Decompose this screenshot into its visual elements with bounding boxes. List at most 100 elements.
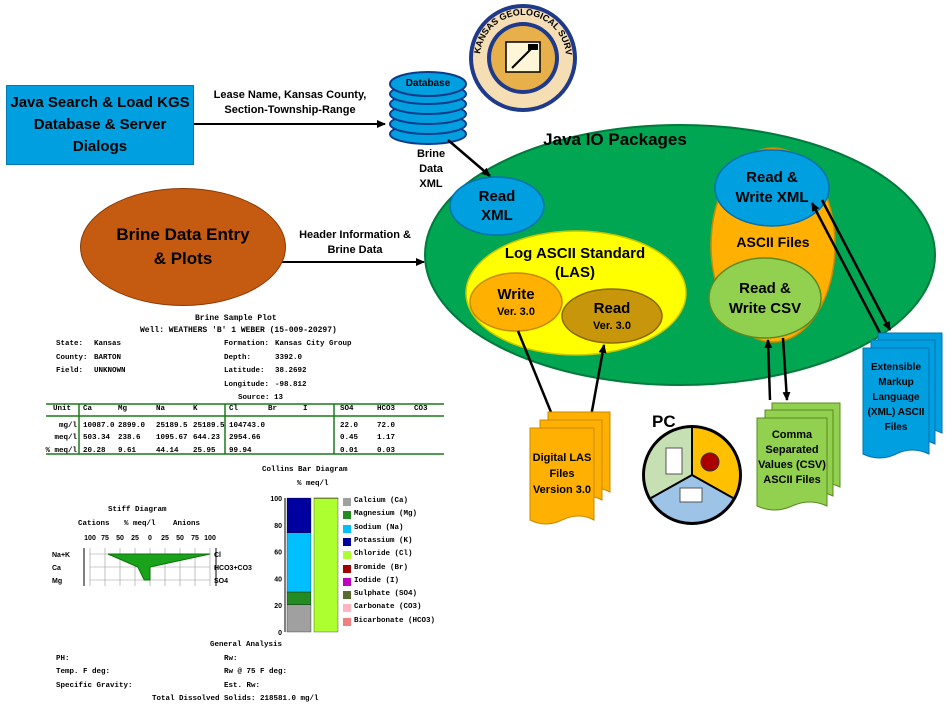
legend-swatch xyxy=(343,524,351,533)
read-xml-label: Read XML xyxy=(478,188,516,224)
brine-entry-ellipse: Brine Data Entry & Plots xyxy=(80,188,286,306)
sg-label: Specific Gravity: xyxy=(56,682,133,690)
depth-value: 3392.0 xyxy=(275,354,303,362)
ph-label: PH: xyxy=(56,655,70,663)
csv-files-icon xyxy=(756,402,841,511)
legend-swatch xyxy=(343,604,351,613)
source-value: Source: 13 xyxy=(238,394,284,402)
rw-xml-ellipse xyxy=(714,149,830,227)
field-value: UNKNOWN xyxy=(94,367,126,375)
tds-label: Total Dissolved Solids: 218581.0 mg/l xyxy=(152,695,319,703)
estrw-label: Est. Rw: xyxy=(224,682,261,690)
legend-label: Potassium (K) xyxy=(354,536,413,545)
database-label: Database xyxy=(405,78,451,89)
stiff-anion-label: HCO3+CO3 xyxy=(214,565,252,572)
read-las-version: Ver. 3.0 xyxy=(593,320,631,332)
arrow-csv-to-rwcsv xyxy=(764,339,773,401)
table-cell: mg/l xyxy=(59,422,78,430)
las-title: Log ASCII Standard (LAS) xyxy=(504,245,646,281)
table-header-cell: Mg xyxy=(118,405,128,413)
legend-swatch xyxy=(343,537,351,546)
brine-data-xml-label: Brine Data XML xyxy=(416,148,446,190)
collins-tick-label: 60 xyxy=(274,550,282,557)
plot-title: Brine Sample Plot xyxy=(195,314,277,323)
read-las-label: Read xyxy=(593,300,631,317)
legend-swatch xyxy=(343,577,351,586)
table-header-cell: HCO3 xyxy=(377,405,396,413)
table-cell: 9.61 xyxy=(118,447,137,455)
collins-unit: % meq/l xyxy=(297,480,329,488)
stiff-title: Stiff Diagram xyxy=(108,506,167,514)
table-cell: 20.28 xyxy=(83,447,106,455)
stiff-tick-label: 0 xyxy=(148,535,152,542)
pc-icon xyxy=(642,425,742,525)
collins-bar-segment xyxy=(286,497,312,533)
stiff-tick-label: 100 xyxy=(84,535,96,542)
table-header-cell: I xyxy=(303,405,308,413)
stiff-tick-label: 25 xyxy=(131,535,139,542)
arrow-db-to-readxml xyxy=(447,139,491,177)
table-cell: 2899.0 xyxy=(118,422,146,430)
legend-swatch xyxy=(343,617,351,626)
field-label: Field: xyxy=(56,367,84,375)
table-cell: 0.01 xyxy=(340,447,359,455)
table-cell: 44.14 xyxy=(156,447,179,455)
legend-label: Carbonate (CO3) xyxy=(354,603,422,612)
table-cell: meq/l xyxy=(54,434,78,442)
rw-csv-ellipse xyxy=(708,257,822,339)
collins-tick-label: 100 xyxy=(270,496,282,503)
table-header-cell: Br xyxy=(268,405,278,413)
county-label: County: xyxy=(56,354,88,362)
collins-tick-label: 0 xyxy=(278,630,282,637)
longitude-value: -98.812 xyxy=(275,381,307,389)
chem-table-lines xyxy=(46,403,444,455)
collins-tick-label: 80 xyxy=(274,523,282,530)
legend-label: Sulphate (SO4) xyxy=(354,590,418,599)
java-search-label: Java Search & Load KGS Database & Server… xyxy=(10,94,190,155)
state-label: State: xyxy=(56,340,84,348)
stiff-cations: Cations xyxy=(78,520,110,528)
table-cell: 25189.5 xyxy=(156,422,188,430)
table-cell: 644.23 xyxy=(193,434,221,442)
stiff-polygon xyxy=(107,553,211,581)
legend-swatch xyxy=(343,511,351,520)
table-header-cell: SO4 xyxy=(340,405,354,413)
legend-label: Magnesium (Mg) xyxy=(354,510,418,519)
formation-label: Formation: xyxy=(224,340,270,348)
legend-label: Bromide (Br) xyxy=(354,563,409,572)
read-las-ellipse xyxy=(561,288,663,344)
collins-bar-segment xyxy=(313,497,339,633)
stiff-cation-label: Ca xyxy=(52,565,61,572)
longitude-label: Longitude: xyxy=(224,381,270,389)
table-header-cell: Na xyxy=(156,405,166,413)
write-las-ellipse xyxy=(469,272,563,332)
legend-label: Sodium (Na) xyxy=(354,523,404,532)
latitude-label: Latitude: xyxy=(224,367,265,375)
collins-bar-segment xyxy=(286,532,312,593)
table-cell: 104743.0 xyxy=(229,422,266,430)
plot-well: Well: WEATHERS 'B' 1 WEBER (15-009-20297… xyxy=(140,326,337,335)
header-arrow-label: Header Information & Brine Data xyxy=(299,229,411,256)
xml-files-label: Extensible Markup Language (XML) ASCII F… xyxy=(867,362,925,433)
table-header-cell: K xyxy=(193,405,198,413)
legend-label: Chloride (Cl) xyxy=(354,550,413,559)
legend-swatch xyxy=(343,564,351,573)
arrow-rwcsv-to-csv xyxy=(781,337,791,401)
stiff-tick-label: 75 xyxy=(101,535,109,542)
stiff-tick-label: 25 xyxy=(161,535,169,542)
formation-value: Kansas City Group xyxy=(275,340,352,348)
csv-files-label: Comma Separated Values (CSV) ASCII Files xyxy=(758,429,826,486)
ascii-files-label: ASCII Files xyxy=(736,234,810,250)
table-cell: 25.95 xyxy=(193,447,216,455)
legend-swatch xyxy=(343,551,351,560)
brine-entry-label: Brine Data Entry & Plots xyxy=(116,225,250,268)
table-cell: 1095.67 xyxy=(156,434,188,442)
stiff-anions: Anions xyxy=(173,520,201,528)
table-cell: 1.17 xyxy=(377,434,396,442)
table-cell: 503.34 xyxy=(83,434,111,442)
legend-label: Iodide (I) xyxy=(354,576,400,585)
table-header-cell: Ca xyxy=(83,405,93,413)
table-header-cell: CO3 xyxy=(414,405,428,413)
